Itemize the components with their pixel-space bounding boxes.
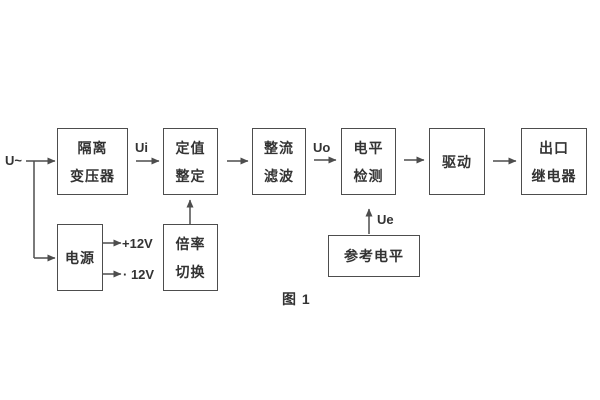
block-label: 驱动 — [442, 153, 472, 170]
block-reference-level: 参考电平 — [328, 235, 420, 277]
signal-label-uo: Uo — [313, 140, 331, 155]
block-label: 滤波 — [264, 167, 294, 184]
signal-label-minus12v: · 12V — [123, 267, 155, 282]
signal-label-ue: Ue — [377, 212, 394, 227]
block-output-relay: 出口 继电器 — [521, 128, 587, 195]
block-label: 电源 — [65, 249, 95, 266]
block-label: 定值 — [175, 139, 206, 156]
block-label: 检测 — [353, 167, 384, 184]
block-driver: 驱动 — [429, 128, 485, 195]
block-label: 切换 — [175, 263, 206, 280]
block-label: 出口 — [539, 139, 569, 156]
block-label: 参考电平 — [344, 248, 404, 264]
block-isolation-transformer: 隔离 变压器 — [57, 128, 128, 195]
block-label: 变压器 — [70, 167, 115, 184]
block-level-detect: 电平 检测 — [341, 128, 396, 195]
block-label: 倍率 — [175, 235, 206, 252]
block-ratio-switch: 倍率 切换 — [163, 224, 218, 291]
signal-label-u-input: U~ — [5, 153, 22, 168]
block-power-supply: 电源 — [57, 224, 103, 291]
figure-caption: 图 1 — [282, 291, 311, 307]
block-label: 整定 — [175, 167, 206, 184]
block-label: 整流 — [264, 139, 294, 156]
block-rectifier-filter: 整流 滤波 — [252, 128, 306, 195]
block-label: 电平 — [353, 139, 384, 156]
signal-label-ui: Ui — [135, 140, 148, 155]
block-setting-adjust: 定值 整定 — [163, 128, 218, 195]
signal-label-plus12v: +12V — [122, 236, 153, 251]
block-label: 继电器 — [531, 167, 577, 184]
block-label: 隔离 — [77, 139, 108, 156]
